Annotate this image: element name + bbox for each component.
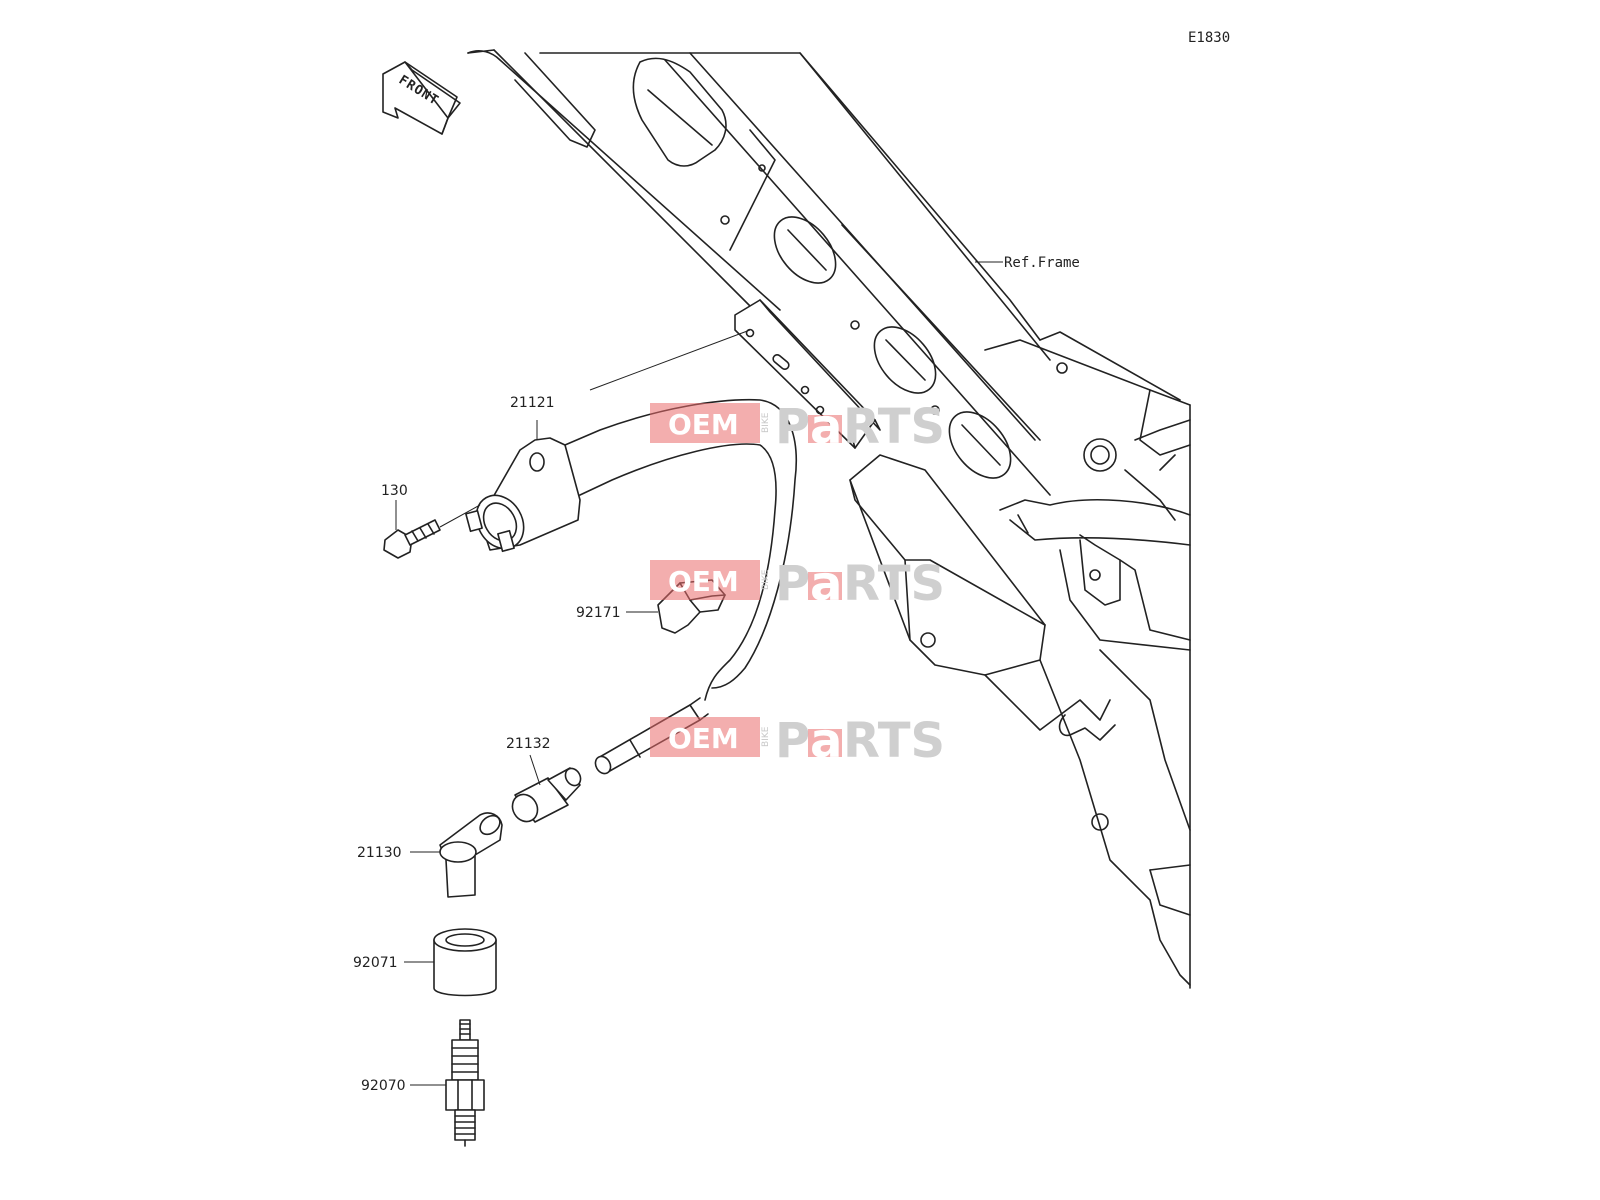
part-label-92070: 92070 — [361, 1078, 406, 1094]
part-label-92071: 92071 — [353, 955, 398, 971]
bolt: 130 — [381, 483, 481, 559]
watermark-a-text: a — [810, 713, 842, 769]
ref-frame-label: Ref.Frame — [1004, 255, 1080, 271]
part-label-21130: 21130 — [357, 845, 402, 861]
watermark-3: OEM BIKE P a RTS — [650, 713, 945, 769]
watermark-a-text: a — [810, 399, 842, 455]
seal: 92071 — [353, 928, 497, 997]
watermark-oem-text: OEM — [668, 565, 739, 598]
watermark-rts-text: RTS — [843, 713, 945, 769]
watermark-bike-text: BIKE — [761, 726, 771, 747]
watermark-p-text: P — [775, 713, 810, 769]
watermark-rts-text: RTS — [843, 399, 945, 455]
watermark-p-text: P — [775, 556, 810, 612]
ignition-coil: 21121 — [465, 329, 798, 701]
part-label-92171: 92171 — [576, 605, 621, 621]
diagram-code: E1830 — [1188, 30, 1230, 46]
plug-cap: 21130 — [357, 812, 503, 898]
front-arrow-icon: FRONT — [382, 61, 461, 135]
watermark-a-text: a — [810, 556, 842, 612]
watermark-1: OEM BIKE P a RTS — [650, 399, 945, 455]
watermark-bike-text: BIKE — [761, 412, 771, 433]
part-label-21132: 21132 — [506, 736, 551, 752]
watermark-2: OEM BIKE P a RTS — [650, 556, 945, 612]
cap-nut: 21132 — [506, 736, 582, 823]
watermark-oem-text: OEM — [668, 408, 739, 441]
watermark-bike-text: BIKE — [761, 569, 771, 590]
part-label-21121: 21121 — [510, 395, 555, 411]
watermark-oem-text: OEM — [668, 722, 739, 755]
watermark-rts-text: RTS — [843, 556, 945, 612]
watermark-p-text: P — [775, 399, 810, 455]
frame: Ref.Frame — [467, 49, 1191, 989]
spark-plug: 92070 — [361, 1019, 485, 1147]
part-label-130: 130 — [381, 483, 408, 499]
